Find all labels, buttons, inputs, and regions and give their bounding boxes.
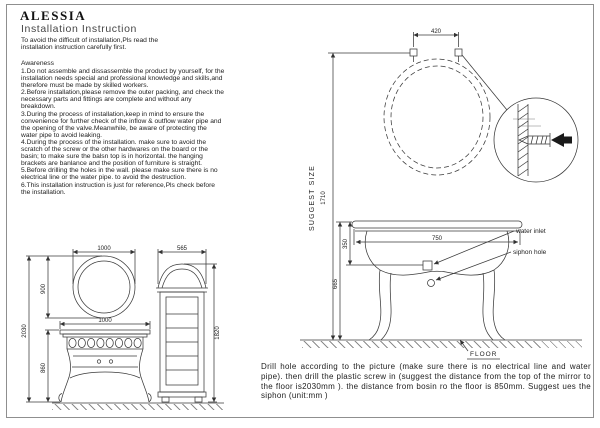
siphon-hole-label: siphon hole [513, 249, 547, 256]
furniture-dimensions-drawing: 1000 900 2030 1000 860 565 1820 [22, 246, 224, 404]
wall-installation-drawing: 420 750 1710 SUGGEST SIZE 665 350 water … [300, 29, 582, 360]
dimension-drops [336, 221, 423, 340]
awareness-item: 6.This installation instruction is just … [21, 181, 216, 196]
dim-overall-height: 2030 [22, 324, 28, 338]
awareness-heading: Awareness [21, 60, 54, 67]
dim-cabinet-height: 1820 [215, 326, 221, 340]
drill-note: Drill hole according to the picture (mak… [261, 362, 591, 401]
awareness-item: 1.Do not assemble and dissassemble the p… [21, 68, 225, 90]
dim-cabinet-width: 565 [177, 246, 188, 252]
awareness-item: 4.During the process of the installation… [21, 138, 208, 168]
brand-title: ALESSIA [20, 8, 87, 23]
suggest-size-label: SUGGEST SIZE [309, 165, 316, 231]
siphon-hole-marker [427, 279, 435, 287]
dim-vanity-width: 1000 [98, 318, 112, 324]
dimension-bracket-span [413, 32, 459, 47]
intro-text: To avoid the difficult of installation,P… [21, 37, 159, 52]
dim-siphon-drop: 665 [333, 278, 339, 289]
dimension-lines-vanity [26, 321, 151, 403]
dimension-basin-width [353, 229, 521, 245]
dim-inlet-drop: 350 [343, 238, 349, 249]
label-leaders [433, 230, 515, 360]
floor-hatch-right [302, 341, 582, 348]
floor-label: FLOOR [470, 351, 497, 358]
dim-mirror-height: 900 [41, 283, 47, 294]
dimension-lines-cabinet [157, 249, 217, 403]
water-inlet-label: water inlet [515, 228, 546, 235]
water-inlet-marker [422, 260, 433, 271]
awareness-item: 5.Before drilling the holes in the wall.… [21, 167, 218, 182]
oval-mirror-drawing [383, 58, 491, 176]
dim-mirror-width: 1000 [97, 246, 111, 252]
screw-detail-callout [461, 54, 579, 183]
wall-brackets [409, 48, 463, 62]
ground-hatch-left [52, 404, 224, 410]
awareness-item: 3.During the process of installation,kee… [21, 110, 222, 139]
page-title: Installation Instruction [21, 23, 137, 35]
dim-basin-width: 750 [432, 236, 443, 242]
vanity-front-drawing [58, 329, 152, 403]
tall-cabinet-drawing [156, 263, 208, 403]
dimension-suggest-height [328, 52, 410, 340]
round-mirror-drawing [72, 255, 136, 319]
dim-vanity-height: 860 [41, 362, 47, 373]
dimension-lines-mirror [26, 249, 136, 402]
push-direction-arrow-icon [551, 133, 564, 147]
dim-suggest-height: 1710 [321, 191, 327, 205]
awareness-list: 1.Do not assemble and dissassemble the p… [21, 68, 225, 196]
dim-bracket-span: 420 [431, 29, 442, 35]
awareness-item: 2.Before installation,please remove the … [21, 89, 224, 111]
